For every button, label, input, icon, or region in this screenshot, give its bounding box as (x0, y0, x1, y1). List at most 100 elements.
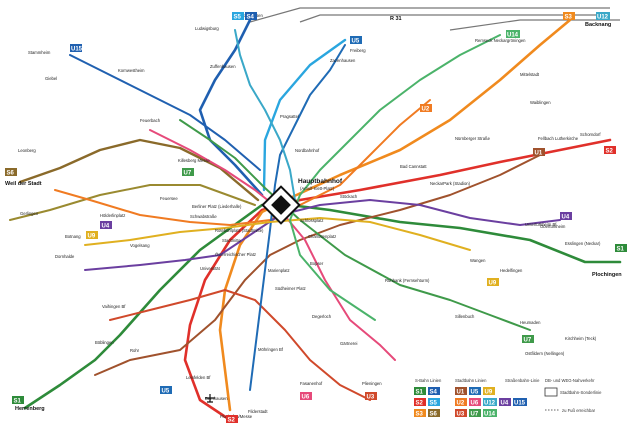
station-label: Marienplatz (268, 268, 290, 273)
svg-text:S1: S1 (617, 247, 625, 253)
svg-text:U4: U4 (501, 401, 509, 407)
line-U12 (234, 29, 296, 201)
station-label: Degerloch (312, 314, 332, 319)
badge-U4-hoelderlin: U4 (100, 221, 112, 230)
line-U5 (249, 44, 346, 391)
station-label: Zuffenhausen (210, 64, 236, 69)
station-label: Weil der Stadt (5, 181, 42, 187)
svg-text:S4: S4 (430, 390, 438, 396)
svg-text:U7: U7 (184, 171, 192, 177)
station-label: Mittelstadt (520, 72, 540, 77)
badge-U7-ostfildern: U7 (522, 335, 534, 344)
station-label: Möhringen Bf (258, 347, 284, 352)
svg-text:U9: U9 (485, 390, 493, 396)
legend-badge-U9: U9 (483, 387, 495, 396)
svg-text:U9: U9 (88, 234, 96, 240)
station-label: Fasanenhof (300, 381, 323, 386)
badge-U4-untertuerkheim: U4 (560, 212, 572, 221)
svg-text:S3: S3 (565, 15, 573, 21)
line-U14 (289, 34, 501, 321)
legend-badge-S2: S2 (414, 398, 426, 407)
station-label: Plieningen (362, 381, 382, 386)
badge-S2-filderstadt: S2 (226, 415, 238, 424)
station-label: Südheimer Platz (275, 286, 306, 291)
svg-text:U4: U4 (562, 215, 570, 221)
badge-U12-remseck: U12 (596, 12, 610, 21)
legend-badge-U4: U4 (499, 398, 511, 407)
svg-text:U1: U1 (457, 390, 465, 396)
station-label: Stadtmitte (222, 238, 242, 243)
badge-S5-bietigheim: S5 (232, 12, 244, 21)
svg-text:U1: U1 (535, 151, 543, 157)
line-U9 (84, 217, 471, 251)
svg-text:U12: U12 (597, 15, 609, 21)
stadtbahn-lines (54, 29, 561, 401)
station-label: Stöckach (340, 194, 358, 199)
badge-U14-remseck: U14 (506, 30, 520, 39)
station-label: Feuerbach (140, 118, 161, 123)
station-label: Killesberg Messe (178, 158, 211, 163)
badge-S3-backnang: S3 (563, 12, 575, 21)
legend-badge-U2: U2 (455, 398, 467, 407)
station-label: Nürnberger Straße (455, 136, 491, 141)
badge-S1-plochingen: S1 (615, 244, 627, 253)
station-label: Esslingen (Neckar) (565, 241, 601, 246)
line-U6 (149, 129, 396, 361)
legend-badge-U1: U1 (455, 387, 467, 396)
badge-U5-freiberg: U5 (350, 36, 362, 45)
svg-text:S2: S2 (606, 149, 614, 155)
svg-text:U14: U14 (507, 33, 519, 39)
station-label: Filderstadt (248, 409, 268, 414)
svg-text:U5: U5 (352, 39, 360, 45)
station-label: Vaihingen Bf (102, 304, 126, 309)
line-S2 (183, 138, 612, 422)
line-S60 (9, 184, 256, 221)
svg-text:S2: S2 (416, 401, 424, 407)
station-label: Rohr (130, 348, 140, 353)
badge-S6-weil: S6 (5, 168, 17, 177)
station-label: Schorndorf (580, 132, 601, 137)
line-S5 (262, 38, 347, 192)
legend: S-Bahn Linien Stadtbahn Linien Straßenba… (414, 378, 602, 418)
station-label: Leinfelden Bf (186, 375, 211, 380)
station-labels: Stammheim Freiberg Mühlhausen Remseck Ne… (5, 13, 622, 419)
station-label: Backnang (585, 22, 611, 28)
legend-badge-S1: S1 (414, 387, 426, 396)
station-label: Nordbahnhof (295, 148, 320, 153)
badge-U6-fasanenhof: U6 (300, 392, 312, 401)
badge-U7-killesberg: U7 (182, 168, 194, 177)
badge-U1-fellbach: U1 (533, 148, 545, 157)
station-label: Obertürkheim (540, 224, 566, 229)
station-label: Berliner Platz (Liederhalle) (192, 204, 242, 209)
svg-text:U12: U12 (484, 401, 496, 407)
legend-db-box (544, 387, 558, 397)
station-label: Hölderlinplatz (100, 213, 125, 218)
badge-U9-hedelfingen: U9 (487, 278, 499, 287)
line-U2 (54, 99, 431, 226)
station-label: Pragsattel (280, 114, 299, 119)
station-label: Zazenhausen (330, 58, 356, 63)
station-label: Ostfildern (Nellingen) (525, 351, 565, 356)
hub-station[interactable] (261, 185, 301, 225)
station-label: Stammheim (28, 50, 51, 55)
station-label: Bernhausen (205, 396, 228, 401)
legend-badge-U6: U6 (469, 398, 481, 407)
svg-text:S5: S5 (430, 401, 438, 407)
station-label: Sillenbuch (455, 314, 475, 319)
legend-badge-U15: U15 (513, 398, 527, 407)
station-label: Rotebühlplatz (Stadtmitte) (215, 228, 264, 233)
svg-text:U4: U4 (102, 224, 110, 230)
station-label: Leonberg (18, 148, 36, 153)
station-label: Gärtnerei (340, 341, 358, 346)
legend-badge-U12: U12 (483, 398, 497, 407)
station-label: Schlossplatz (300, 218, 324, 223)
svg-text:U15: U15 (514, 401, 526, 407)
svg-text:U5: U5 (471, 390, 479, 396)
station-label: Untertürkheim Bf (525, 222, 557, 227)
station-label: Universität (200, 266, 221, 271)
station-label: Charlottenplatz (308, 234, 336, 239)
station-label: Kirchheim (Teck) (565, 336, 597, 341)
line-U15 (69, 54, 261, 171)
legend-badge-U7: U7 (469, 409, 481, 418)
